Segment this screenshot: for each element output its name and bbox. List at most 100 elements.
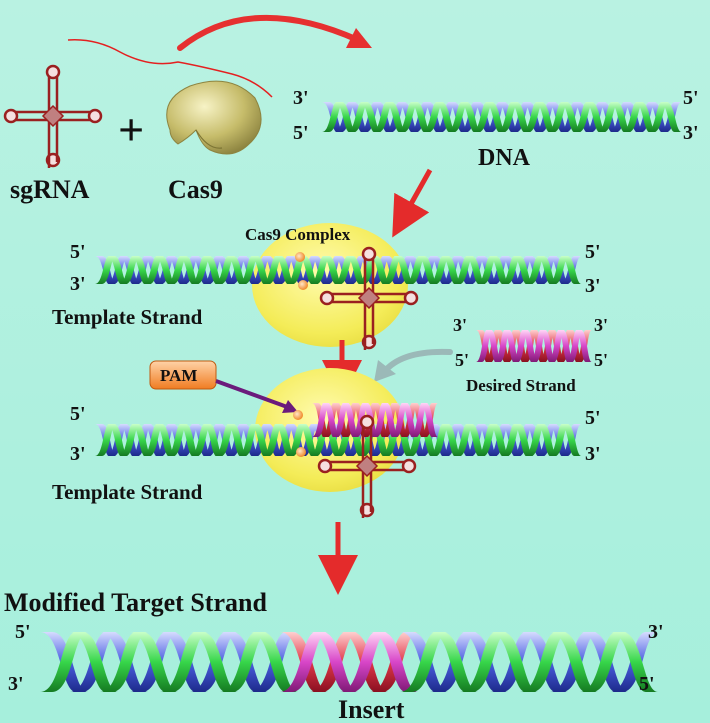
modified-target-helix bbox=[40, 632, 658, 692]
helix-ribbon bbox=[106, 256, 129, 284]
helix-ribbon bbox=[321, 424, 343, 456]
helix-ribbon bbox=[220, 632, 268, 692]
helix-ribbon bbox=[250, 424, 272, 456]
helix-ribbon bbox=[580, 632, 628, 692]
cas9-label: Cas9 bbox=[168, 175, 223, 204]
helix-ribbon bbox=[285, 256, 308, 284]
helix-ribbon bbox=[261, 424, 284, 456]
dna-end-right-top: 5' bbox=[683, 87, 699, 109]
helix-ribbon bbox=[95, 256, 117, 284]
helix-ribbon bbox=[476, 256, 498, 284]
helix-ribbon bbox=[106, 424, 129, 456]
helix-ribbon bbox=[166, 424, 188, 456]
sgrna-tail bbox=[361, 506, 373, 518]
template-strand-label-1: Template Strand bbox=[52, 305, 203, 329]
t1-end-left-bottom: 3' bbox=[70, 273, 86, 295]
helix-ribbon bbox=[371, 403, 389, 437]
helix-ribbon bbox=[166, 256, 188, 284]
helix-ribbon bbox=[485, 330, 502, 362]
helix-ribbon bbox=[524, 424, 546, 456]
helix-ribbon bbox=[390, 403, 409, 437]
helix-ribbon bbox=[381, 256, 403, 284]
helix-ribbon bbox=[238, 256, 260, 284]
helix-ribbon bbox=[347, 102, 369, 132]
helix-ribbon bbox=[550, 632, 598, 692]
sgrna-loop bbox=[317, 458, 333, 474]
helix-ribbon bbox=[500, 256, 522, 284]
pam-label: PAM bbox=[160, 366, 197, 385]
helix-ribbon bbox=[118, 256, 141, 284]
helix-ribbon bbox=[190, 424, 212, 456]
helix-ribbon bbox=[548, 256, 570, 284]
helix-ribbon bbox=[503, 330, 520, 362]
modified-target-strand-label: Modified Target Strand bbox=[4, 588, 267, 617]
sgrna-icon bbox=[317, 414, 417, 518]
desired-strand-helix bbox=[476, 330, 592, 362]
helix-ribbon bbox=[447, 102, 469, 132]
helix-ribbon bbox=[142, 424, 165, 456]
helix-ribbon bbox=[459, 102, 482, 132]
ds-end-right-bottom: 5' bbox=[594, 350, 608, 370]
helix-ribbon bbox=[341, 403, 360, 437]
helix-ribbon bbox=[238, 424, 260, 456]
sgrna-loop bbox=[3, 108, 19, 124]
pam-site-dot bbox=[293, 410, 303, 420]
helix-ribbon bbox=[250, 256, 272, 284]
helix-ribbon bbox=[512, 424, 534, 456]
helix-ribbon bbox=[372, 102, 394, 132]
helix-ribbon bbox=[476, 330, 493, 362]
helix-ribbon bbox=[524, 256, 546, 284]
sgrna-core bbox=[357, 286, 381, 310]
helix-ribbon bbox=[409, 102, 432, 132]
pam-site-dot bbox=[295, 252, 305, 262]
helix-ribbon bbox=[488, 424, 510, 456]
helix-ribbon bbox=[297, 424, 320, 456]
dna-end-right-bottom: 3' bbox=[683, 122, 699, 144]
helix-ribbon bbox=[100, 632, 148, 692]
helix-ribbon bbox=[226, 256, 248, 284]
helix-ribbon bbox=[609, 102, 632, 132]
helix-ribbon bbox=[334, 102, 357, 132]
helix-ribbon bbox=[597, 102, 619, 132]
curved-arrow-head bbox=[346, 28, 372, 48]
sgrna-tail bbox=[363, 338, 375, 350]
pam-site-dot bbox=[296, 447, 306, 457]
sgrna-icon bbox=[3, 64, 103, 168]
sgrna-loop bbox=[319, 290, 335, 306]
t2-end-left-top: 5' bbox=[70, 403, 86, 425]
helix-ribbon bbox=[393, 424, 415, 456]
helix-ribbon bbox=[400, 632, 448, 692]
helix-ribbon bbox=[440, 256, 463, 284]
helix-ribbon bbox=[261, 256, 284, 284]
helix-ribbon bbox=[312, 403, 330, 437]
helix-ribbon bbox=[154, 256, 176, 284]
helix-ribbon bbox=[405, 256, 427, 284]
sgrna-loop bbox=[87, 108, 103, 124]
helix-ribbon bbox=[340, 632, 388, 692]
helix-ribbon bbox=[118, 424, 141, 456]
helix-ribbon bbox=[464, 424, 486, 456]
helix-ribbon bbox=[634, 102, 657, 132]
helix-ribbon bbox=[530, 330, 547, 362]
helix-ribbon bbox=[476, 424, 498, 456]
grey-arrow-head bbox=[374, 360, 396, 382]
helix-ribbon bbox=[345, 424, 367, 456]
ds-end-left-top: 3' bbox=[453, 315, 467, 335]
t2-end-right-top: 5' bbox=[585, 407, 601, 429]
helix-ribbon bbox=[190, 256, 212, 284]
helix-ribbon bbox=[512, 330, 529, 362]
cas9-protein-icon bbox=[166, 80, 262, 155]
helix-ribbon bbox=[130, 424, 153, 456]
helix-ribbon bbox=[422, 102, 444, 132]
helix-ribbon bbox=[452, 256, 475, 284]
helix-ribbon bbox=[548, 424, 570, 456]
template-strand-label-2: Template Strand bbox=[52, 480, 203, 504]
helix-ribbon bbox=[494, 330, 511, 362]
helix-ribbon bbox=[428, 424, 451, 456]
helix-ribbon bbox=[521, 330, 538, 362]
helix-ribbon bbox=[202, 256, 224, 284]
helix-ribbon bbox=[416, 256, 439, 284]
helix-ribbon bbox=[380, 403, 399, 437]
template-strand-helix-1 bbox=[95, 256, 582, 284]
